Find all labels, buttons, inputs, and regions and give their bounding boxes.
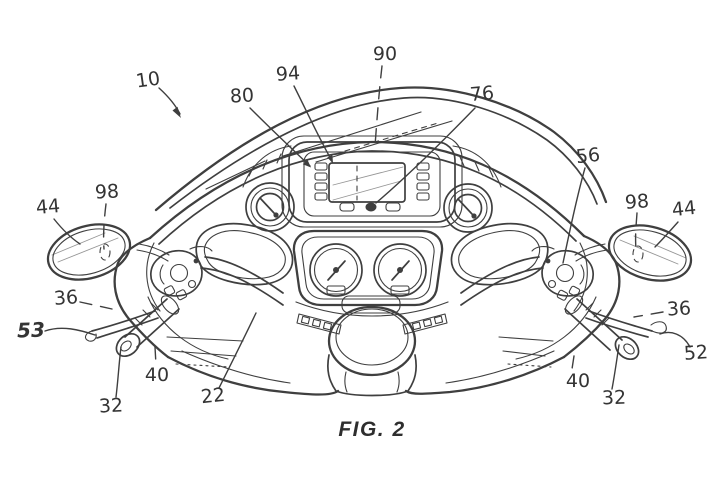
nacelle-circle (327, 305, 417, 377)
auxiliary-gauges (245, 182, 493, 233)
ref-36-right-handlebar: 36 (666, 297, 691, 320)
bottom-button-row (339, 202, 401, 212)
fairing-vent-lines (166, 336, 554, 368)
arrowhead-80 (302, 159, 311, 168)
leader-lines (44, 65, 691, 398)
ref-40-left: 40 (145, 364, 169, 386)
arrowhead-10 (172, 106, 181, 118)
ref-32-left-grip: 32 (98, 394, 123, 417)
ref-40-right: 40 (566, 370, 590, 392)
ref-36-left-handlebar: 36 (53, 286, 79, 310)
reference-numerals: 10 90 94 80 76 56 44 98 98 44 36 53 36 5… (17, 43, 709, 418)
right-mirror-glass-mark (632, 245, 644, 263)
figure-caption: FIG. 2 (338, 418, 405, 441)
ref-44-left-mirror: 44 (35, 195, 61, 219)
ref-90-windshield: 90 (373, 43, 397, 65)
right-grip (576, 298, 623, 341)
ref-80-buttons: 80 (229, 84, 254, 107)
arrowhead-94 (327, 154, 333, 164)
ref-44-right-mirror: 44 (671, 197, 697, 221)
left-switch-housing (150, 249, 203, 297)
right-aux-gauge (443, 183, 493, 233)
nacelle (295, 295, 449, 397)
right-handlebar-controls (460, 246, 667, 361)
display-screen (328, 162, 406, 203)
ref-76-center-button: 76 (469, 82, 495, 106)
right-main-gauge (373, 243, 427, 297)
display-console (242, 135, 502, 228)
ref-32-right-grip: 32 (602, 387, 627, 410)
windshield (154, 86, 608, 212)
ref-53-clutch-lever: 53 (17, 318, 46, 343)
ref-56-right-housing: 56 (575, 144, 601, 168)
main-gauge-console (292, 229, 444, 307)
brake-lever (588, 310, 653, 332)
center-button (365, 202, 377, 212)
ref-10-assembly: 10 (134, 67, 161, 92)
ref-52-brake-lever: 52 (683, 341, 709, 365)
fairing-body (113, 234, 621, 396)
left-button-column (314, 162, 328, 201)
left-handlebar-controls (84, 246, 284, 358)
storage-recesses (195, 222, 549, 286)
left-main-gauge (309, 243, 363, 297)
ref-94-screen: 94 (275, 62, 301, 86)
left-grip (124, 298, 168, 338)
right-button-column (416, 162, 430, 201)
left-mirror-glass-mark (99, 243, 111, 261)
ref-98-right-mirror-glass: 98 (624, 190, 650, 214)
left-aux-gauge (245, 182, 295, 232)
clutch-lever (91, 310, 156, 332)
ref-98-left-mirror-glass: 98 (94, 180, 119, 203)
right-switch-housing (541, 249, 594, 297)
fairing-top-edge (148, 140, 586, 245)
ref-22-fairing: 22 (200, 384, 226, 408)
